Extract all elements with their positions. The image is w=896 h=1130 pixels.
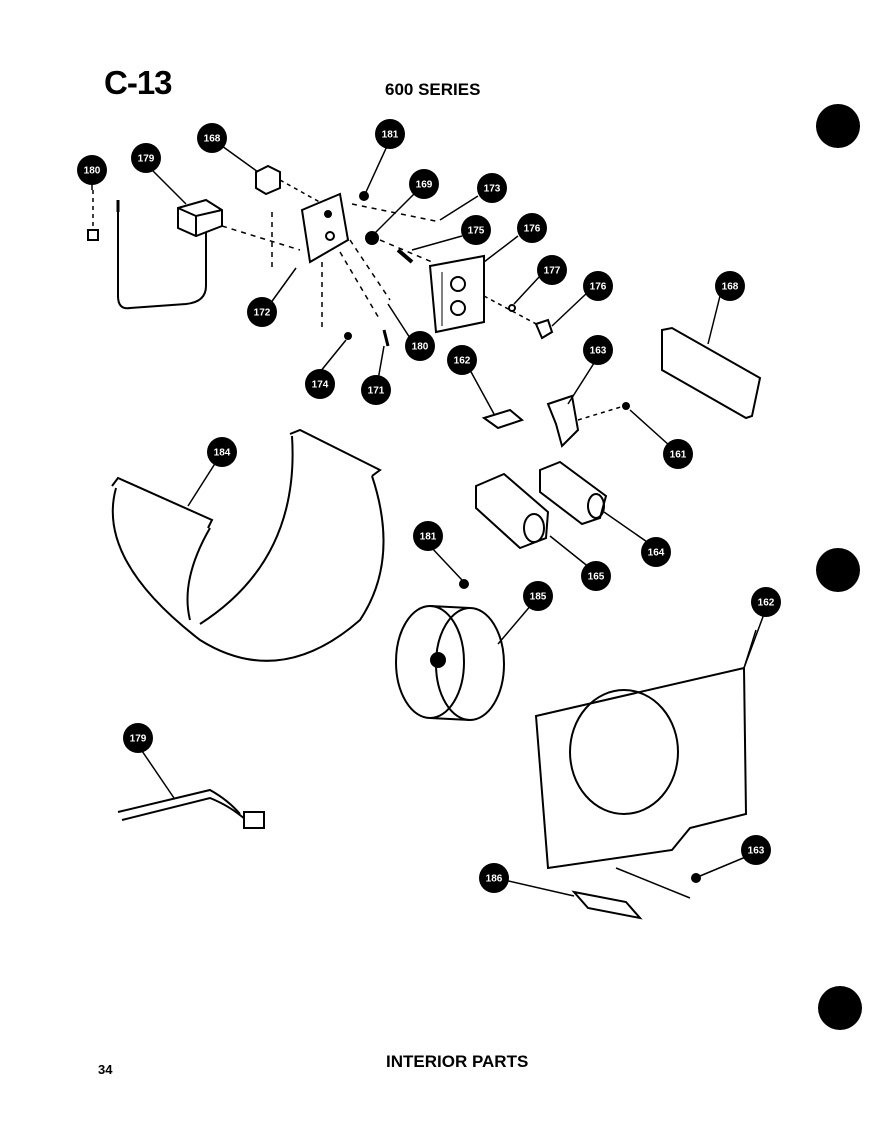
callout-badge: 165 bbox=[581, 561, 611, 591]
capacitor-part bbox=[475, 472, 550, 550]
callout-badge: 172 bbox=[247, 297, 277, 327]
callout-label: 161 bbox=[670, 450, 687, 461]
callout-label: 184 bbox=[214, 448, 231, 459]
callout-badge: 173 bbox=[477, 173, 507, 203]
callout-label: 174 bbox=[312, 380, 329, 391]
page-code: C-13 bbox=[104, 64, 173, 101]
fitting-part bbox=[87, 190, 99, 241]
switch-panel-part bbox=[428, 254, 485, 334]
callout-label: 176 bbox=[590, 282, 607, 293]
callout-badge: 181 bbox=[413, 521, 443, 551]
callout-label: 173 bbox=[484, 184, 501, 195]
callout-label: 180 bbox=[84, 166, 101, 177]
callout-badge: 180 bbox=[405, 331, 435, 361]
callout-label: 180 bbox=[412, 342, 429, 353]
callout-label: 179 bbox=[138, 154, 155, 165]
callout-badge: 171 bbox=[361, 375, 391, 405]
callout-badge: 174 bbox=[305, 369, 335, 399]
callout-badge: 162 bbox=[751, 587, 781, 617]
callout-label: 186 bbox=[486, 874, 503, 885]
callout-label: 177 bbox=[544, 266, 561, 277]
callout-badge: 179 bbox=[131, 143, 161, 173]
callout-label: 169 bbox=[416, 180, 433, 191]
callout-badges: 180 179 168 181 169 173 175 176 177 176 … bbox=[77, 119, 781, 893]
blower-scroll-part bbox=[111, 428, 385, 662]
callout-label: 181 bbox=[382, 130, 399, 141]
callout-badge: 162 bbox=[447, 345, 477, 375]
callout-label: 163 bbox=[748, 846, 765, 857]
callout-label: 171 bbox=[368, 386, 385, 397]
callout-label: 168 bbox=[722, 282, 739, 293]
callout-badge: 176 bbox=[517, 213, 547, 243]
callout-badge: 177 bbox=[537, 255, 567, 285]
section-title: INTERIOR PARTS bbox=[386, 1052, 529, 1071]
callout-badge: 186 bbox=[479, 863, 509, 893]
callout-badge: 163 bbox=[583, 335, 613, 365]
callout-badge: 180 bbox=[77, 155, 107, 185]
binder-hole-top bbox=[816, 104, 860, 148]
callout-label: 162 bbox=[454, 356, 471, 367]
callout-label: 181 bbox=[420, 532, 437, 543]
binder-hole-bottom bbox=[818, 986, 862, 1030]
callout-badge: 175 bbox=[461, 215, 491, 245]
callout-label: 172 bbox=[254, 308, 271, 319]
callout-label: 179 bbox=[130, 734, 147, 745]
callout-badge: 176 bbox=[583, 271, 613, 301]
callout-badge: 161 bbox=[663, 439, 693, 469]
callout-badge: 179 bbox=[123, 723, 153, 753]
callout-badge: 185 bbox=[523, 581, 553, 611]
wire-harness-part bbox=[117, 788, 265, 829]
callout-badge: 168 bbox=[197, 123, 227, 153]
callout-label: 176 bbox=[524, 224, 541, 235]
switch-plate-part bbox=[271, 192, 391, 330]
callout-label: 175 bbox=[468, 226, 485, 237]
callout-badge: 163 bbox=[741, 835, 771, 865]
callout-label: 185 bbox=[530, 592, 547, 603]
callout-label: 165 bbox=[588, 572, 605, 583]
callout-label: 162 bbox=[758, 598, 775, 609]
blower-wheel-part bbox=[395, 579, 505, 721]
run-capacitor-part bbox=[539, 460, 608, 526]
thermostat-part bbox=[116, 198, 301, 310]
callout-label: 164 bbox=[648, 548, 665, 559]
callout-label: 163 bbox=[590, 346, 607, 357]
callout-badge: 164 bbox=[641, 537, 671, 567]
binder-hole-middle bbox=[816, 548, 860, 592]
callout-badge: 184 bbox=[207, 437, 237, 467]
callout-badge: 168 bbox=[715, 271, 745, 301]
parts-artwork bbox=[87, 164, 762, 920]
control-block-part bbox=[255, 164, 326, 206]
access-cover-part bbox=[661, 326, 762, 420]
callout-badge: 181 bbox=[375, 119, 405, 149]
partition-panel-part bbox=[534, 629, 757, 870]
callout-leaders bbox=[91, 143, 765, 897]
series-title: 600 SERIES bbox=[385, 80, 481, 99]
callout-badge: 169 bbox=[409, 169, 439, 199]
callout-label: 168 bbox=[204, 134, 221, 145]
page-number: 34 bbox=[98, 1062, 113, 1077]
